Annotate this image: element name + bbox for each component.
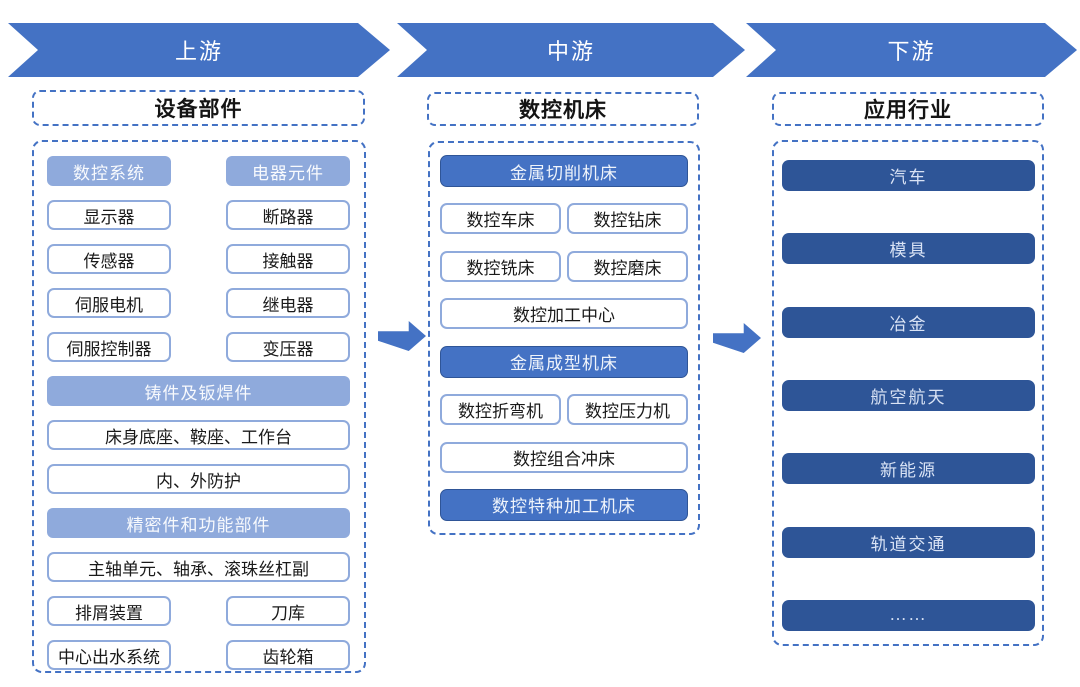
industry-bar: 模具 xyxy=(782,233,1035,265)
stage-title-upstream: 设备部件 xyxy=(32,90,365,126)
part-box: 传感器 xyxy=(47,244,171,274)
industry-bar: …… xyxy=(782,599,1035,631)
machine-box-row: 数控车床 数控钻床 xyxy=(440,203,688,235)
machine-box-row: 数控铣床 数控磨床 xyxy=(440,250,688,282)
flow-arrow-icon xyxy=(378,321,426,351)
category-chip-castings-weldments: 铸件及钣焊件 xyxy=(47,376,350,406)
part-box: 床身底座、鞍座、工作台 xyxy=(47,420,350,450)
part-box: 伺服电机 xyxy=(47,288,171,318)
part-box: 继电器 xyxy=(226,288,350,318)
industry-bar: 轨道交通 xyxy=(782,526,1035,558)
stage-banner-upstream: 上游 xyxy=(8,23,390,77)
part-box: 内、外防护 xyxy=(47,464,350,494)
part-box: 排屑装置 xyxy=(47,596,171,626)
category-chip-cnc-system: 数控系统 xyxy=(47,156,171,186)
part-box: 断路器 xyxy=(226,200,350,230)
part-box: 变压器 xyxy=(226,332,350,362)
industry-bar: 冶金 xyxy=(782,306,1035,338)
stage-banner-downstream: 下游 xyxy=(746,23,1077,77)
stage-banner-midstream: 中游 xyxy=(397,23,745,77)
part-box: 刀库 xyxy=(226,596,350,626)
part-box: 接触器 xyxy=(226,244,350,274)
machine-box: 数控车床 xyxy=(440,203,561,235)
part-box: 主轴单元、轴承、滚珠丝杠副 xyxy=(47,552,350,582)
category-chip-precision-functional-parts: 精密件和功能部件 xyxy=(47,508,350,538)
midstream-panel: 金属切削机床 数控车床 数控钻床 数控铣床 数控磨床 数控加工中心 金属成型机床… xyxy=(428,141,700,535)
machine-box: 数控折弯机 xyxy=(440,394,561,426)
machine-box: 数控组合冲床 xyxy=(440,441,688,473)
machine-box-row: 数控折弯机 数控压力机 xyxy=(440,394,688,426)
stage-title-downstream: 应用行业 xyxy=(772,92,1044,126)
section-header-special-machining: 数控特种加工机床 xyxy=(440,488,688,521)
machine-box: 数控磨床 xyxy=(567,250,688,282)
part-box: 中心出水系统 xyxy=(47,640,171,670)
machine-box: 数控加工中心 xyxy=(440,298,688,330)
category-chip-electrical-parts: 电器元件 xyxy=(226,156,350,186)
machine-box: 数控铣床 xyxy=(440,250,561,282)
machine-box: 数控压力机 xyxy=(567,394,688,426)
upstream-panel: 数控系统 电器元件 显示器 断路器 传感器 接触器 伺服电机 继电器 伺服控制器… xyxy=(32,140,366,673)
part-box: 伺服控制器 xyxy=(47,332,171,362)
downstream-panel: 汽车 模具 冶金 航空航天 新能源 轨道交通 …… xyxy=(772,140,1044,646)
stage-title-midstream: 数控机床 xyxy=(427,92,699,126)
machine-box: 数控钻床 xyxy=(567,203,688,235)
industry-bar: 新能源 xyxy=(782,453,1035,485)
flow-arrow-icon xyxy=(713,323,761,353)
section-header-metal-cutting: 金属切削机床 xyxy=(440,155,688,187)
part-box: 显示器 xyxy=(47,200,171,230)
section-header-metal-forming: 金属成型机床 xyxy=(440,345,688,378)
industry-bar: 汽车 xyxy=(782,160,1035,191)
part-box: 齿轮箱 xyxy=(226,640,350,670)
industry-bar: 航空航天 xyxy=(782,379,1035,411)
